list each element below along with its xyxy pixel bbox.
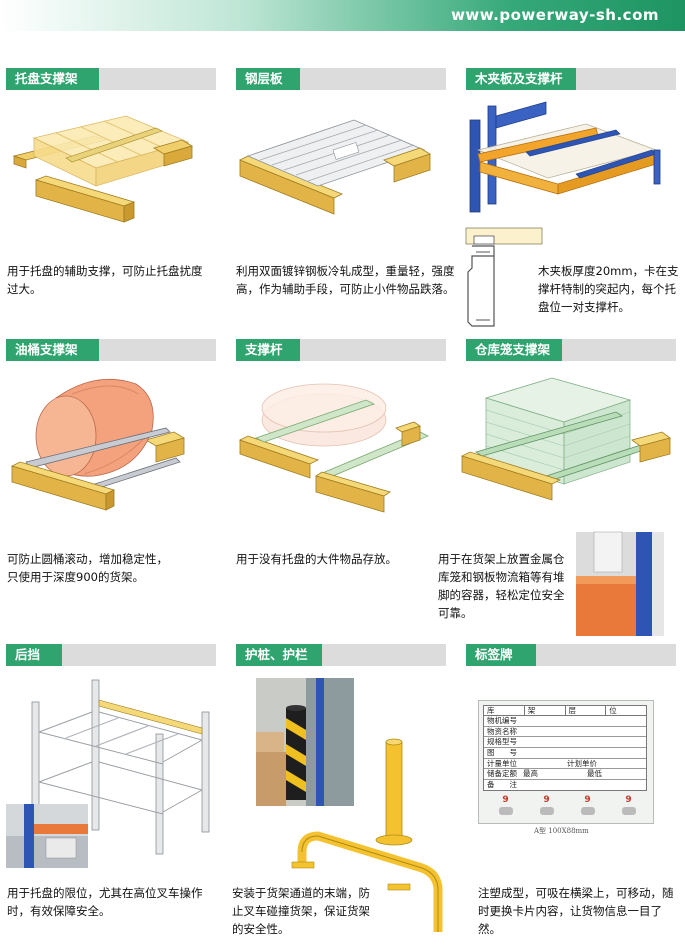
support-bar-illustration: [238, 383, 429, 513]
back-stop-photo: [6, 804, 88, 868]
label-digit: 9: [625, 795, 632, 805]
section-header-pallet-support: 托盘支撑架: [6, 68, 216, 90]
pallet-support-illustration: [12, 115, 193, 223]
header-stripe: [322, 644, 446, 666]
section-title: 标签牌: [466, 644, 536, 666]
section-header-guard: 护桩、护栏: [236, 644, 446, 666]
section-description: 用于没有托盘的大件物品存放。: [236, 552, 397, 566]
label-header-cell: 位: [609, 706, 617, 715]
website-url[interactable]: www.powerway-sh.com: [451, 6, 659, 24]
header-stripe: [536, 644, 676, 666]
section-title: 支撑杆: [236, 339, 300, 361]
section-header-drum-support: 油桶支撑架: [6, 339, 216, 361]
section-header-wood-board: 木夹板及支撑杆: [466, 68, 676, 90]
label-header-cell: 层: [566, 706, 607, 715]
section-title: 托盘支撑架: [6, 68, 99, 90]
header-bar: www.powerway-sh.com: [0, 0, 685, 31]
section-description: 用于托盘的辅助支撑，可防止托盘扰度过大。: [7, 264, 203, 296]
label-digit: 9: [502, 795, 509, 805]
magnet-clip-icon: [498, 807, 513, 815]
label-row: 物资名称: [484, 727, 646, 738]
drum-support-illustration: [10, 378, 185, 511]
section-description: 利用双面镀锌钢板冷轧成型，重量轻，强度高，作为辅助手段，可防止小件物品跌落。: [236, 264, 455, 296]
section-description: 安装于货架通道的末端，防止叉车碰撞货架，保证货架的安全性。: [232, 886, 370, 936]
header-stripe: [300, 68, 446, 90]
wood-board-illustration: [469, 101, 661, 213]
back-stop-illustration: [31, 679, 210, 855]
section-title: 钢层板: [236, 68, 300, 90]
section-title: 油桶支撑架: [6, 339, 99, 361]
guard-photo: [256, 678, 354, 806]
steel-deck-illustration: [239, 119, 431, 215]
header-stripe: [562, 339, 676, 361]
section-description: 注塑成型，可吸在横梁上，可移动，随时更换卡片内容，让货物信息一目了然。: [478, 886, 674, 936]
section-description: 用于托盘的限位，尤其在高位叉车操作时，有效保障安全。: [7, 886, 203, 918]
header-stripe: [576, 68, 676, 90]
section-title: 木夹板及支撑杆: [466, 68, 576, 90]
section-title: 仓库笼支撑架: [466, 339, 562, 361]
header-stripe: [99, 339, 216, 361]
header-stripe: [99, 68, 216, 90]
cage-support-photo: [576, 531, 664, 636]
cage-support-illustration: [460, 377, 671, 501]
label-row: 计量单位计划单价: [484, 759, 646, 770]
magnet-clip-icon: [539, 807, 554, 815]
label-row: 图 号: [484, 748, 646, 759]
label-caption: A型 100X88mm: [534, 827, 589, 835]
section-header-back-stop: 后挡: [6, 644, 216, 666]
label-header-cell: 架: [525, 706, 566, 715]
magnet-clip-icon: [580, 807, 595, 815]
support-bar-profile-illustration: [465, 227, 543, 327]
section-header-label-tag: 标签牌: [466, 644, 676, 666]
section-header-steel-deck: 钢层板: [236, 68, 446, 90]
label-header-cell: 库: [484, 706, 525, 715]
label-row: 物机编号: [484, 716, 646, 727]
label-digit: 9: [543, 795, 550, 805]
section-description: 用于在货架上放置金属仓库笼和钢板物流箱等有堆脚的容器，轻松定位安全可靠。: [438, 552, 565, 620]
label-card: 库 架 层 位 物机编号 物资名称 规格型号 图 号 计量单位计划单价 储备定额…: [478, 700, 654, 824]
section-header-cage-support: 仓库笼支撑架: [466, 339, 676, 361]
guard-rail-illustration: [291, 738, 443, 932]
section-title: 后挡: [6, 644, 62, 666]
section-description: 木夹板厚度20mm，卡在支撑杆特制的突起内，每个托盘位一对支撑杆。: [538, 264, 679, 314]
header-stripe: [62, 644, 216, 666]
label-row: 储备定额最高最低: [484, 769, 646, 781]
label-row: 备 注: [487, 780, 517, 790]
section-description: 可防止圆桶滚动，增加稳定性，只使用于深度900的货架。: [7, 552, 168, 584]
magnet-clip-icon: [621, 807, 636, 815]
section-title: 护桩、护栏: [236, 644, 322, 666]
header-stripe: [300, 339, 446, 361]
label-row: 规格型号: [484, 737, 646, 749]
section-header-support-bar: 支撑杆: [236, 339, 446, 361]
label-digit: 9: [584, 795, 591, 805]
